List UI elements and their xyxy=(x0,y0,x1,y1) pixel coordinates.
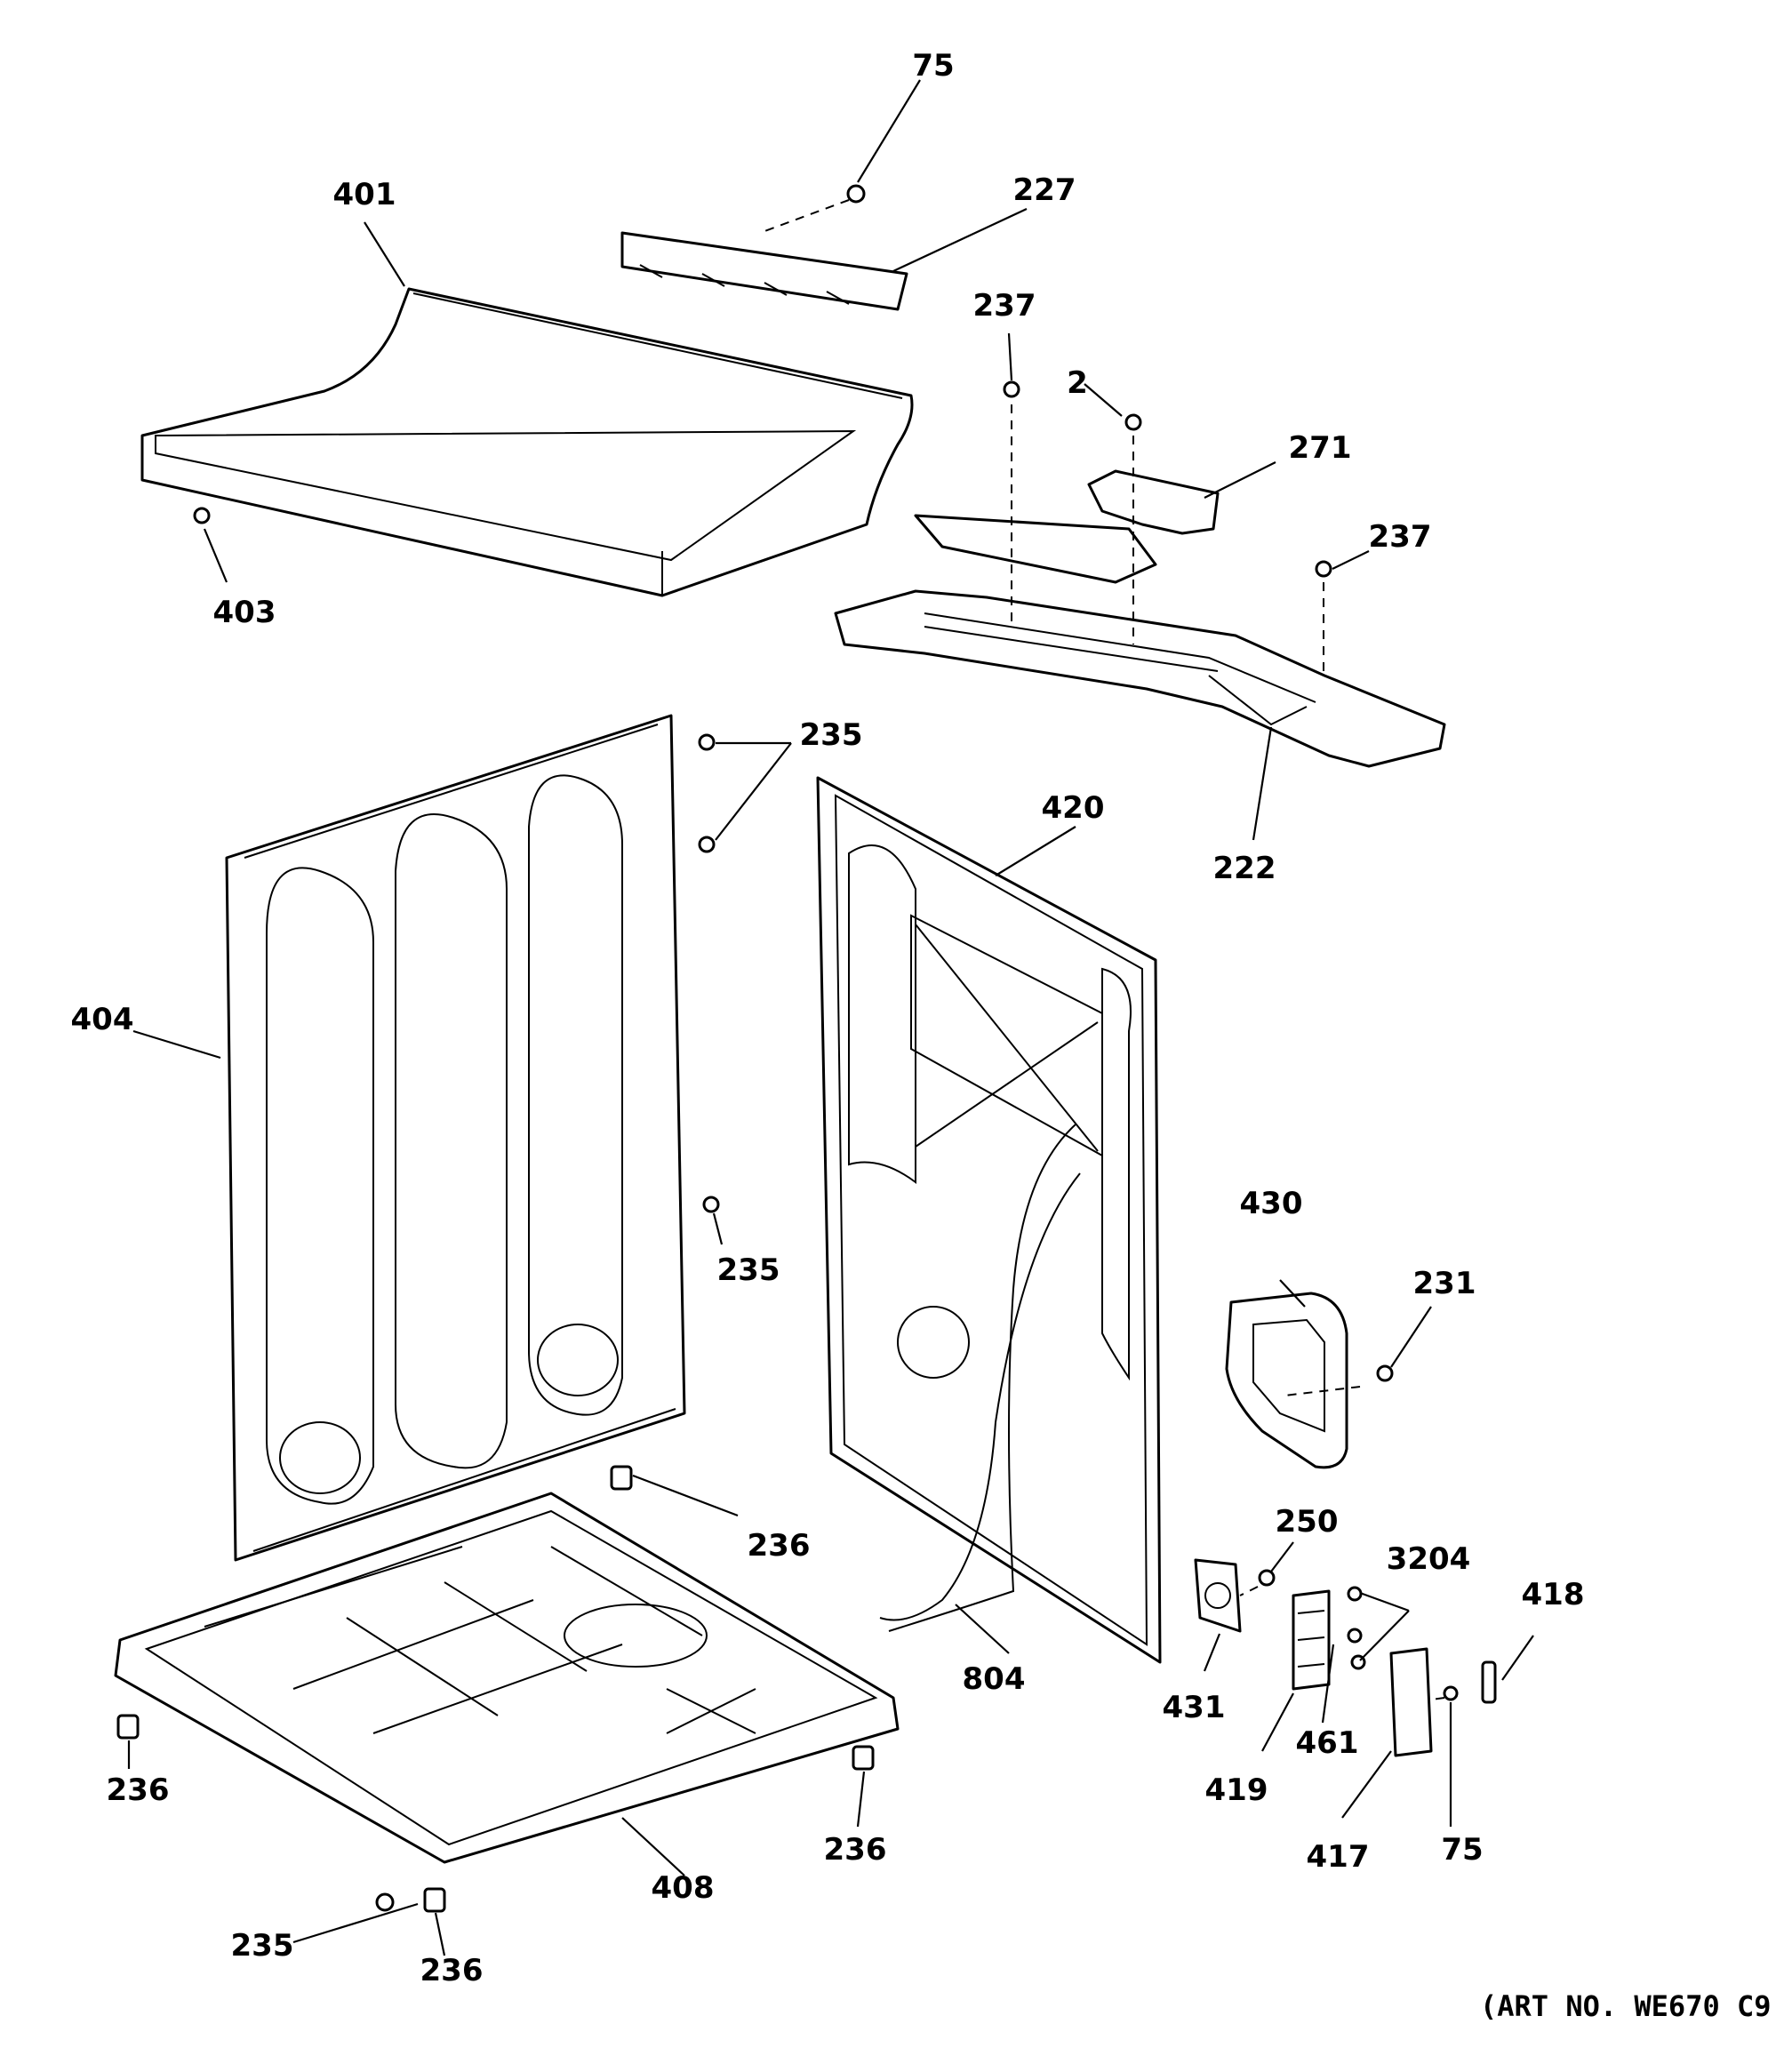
callout-236-left: 236 xyxy=(107,1772,170,1808)
callout-430: 430 xyxy=(1240,1186,1303,1221)
callout-431: 431 xyxy=(1163,1690,1226,1725)
callout-231: 231 xyxy=(1413,1266,1476,1301)
callout-2: 2 xyxy=(1067,365,1088,401)
callout-408: 408 xyxy=(652,1870,715,1906)
callout-labels: 75 227 401 403 237 2 271 237 222 235 420… xyxy=(71,48,1772,2023)
callout-419: 419 xyxy=(1205,1772,1268,1808)
part-419-terminal-block xyxy=(1292,1589,1331,1691)
part-418-fuse xyxy=(1481,1660,1497,1704)
part-804-cord xyxy=(879,1172,1081,1621)
part-420-rear-panel xyxy=(816,776,1162,1664)
assembly-lines xyxy=(759,199,1445,1700)
part-408-base xyxy=(114,1492,900,1864)
callout-237-right: 237 xyxy=(1369,519,1432,555)
callout-403: 403 xyxy=(213,595,276,630)
callout-236-right: 236 xyxy=(824,1832,887,1868)
callout-404: 404 xyxy=(71,1002,134,1037)
part-271-bracket xyxy=(914,469,1220,584)
callout-227: 227 xyxy=(1013,172,1076,208)
callout-417: 417 xyxy=(1307,1839,1370,1875)
callout-420: 420 xyxy=(1042,790,1105,826)
callout-236-bottom: 236 xyxy=(420,1953,484,1988)
leader-lines xyxy=(127,79,1534,1956)
part-430-duct xyxy=(1225,1292,1348,1469)
callout-401: 401 xyxy=(333,177,396,212)
art-number: (ART NO. WE670 C9 xyxy=(1480,1989,1772,2023)
callout-75-bottom: 75 xyxy=(1441,1832,1483,1868)
part-227-bracket xyxy=(620,231,908,311)
callout-804: 804 xyxy=(963,1661,1026,1697)
callout-418: 418 xyxy=(1522,1577,1585,1612)
part-222-rail xyxy=(834,589,1446,768)
callout-250: 250 xyxy=(1276,1504,1339,1540)
callout-236-upper: 236 xyxy=(748,1528,811,1564)
callout-271: 271 xyxy=(1289,430,1352,466)
callout-222: 222 xyxy=(1213,851,1276,886)
callout-235-mid: 235 xyxy=(717,1252,780,1288)
part-401-top-panel xyxy=(140,287,914,597)
callout-235-bottom: 235 xyxy=(231,1928,294,1964)
callout-237-left: 237 xyxy=(973,288,1036,324)
part-404-side-panel xyxy=(225,714,686,1562)
callout-235-top: 235 xyxy=(800,717,863,753)
part-431-block xyxy=(1194,1558,1242,1633)
callout-461: 461 xyxy=(1296,1725,1359,1761)
callout-75-top: 75 xyxy=(912,48,954,84)
part-417-cover xyxy=(1389,1647,1433,1757)
callout-3204: 3204 xyxy=(1387,1541,1471,1577)
screws-and-feet xyxy=(116,184,1459,1913)
